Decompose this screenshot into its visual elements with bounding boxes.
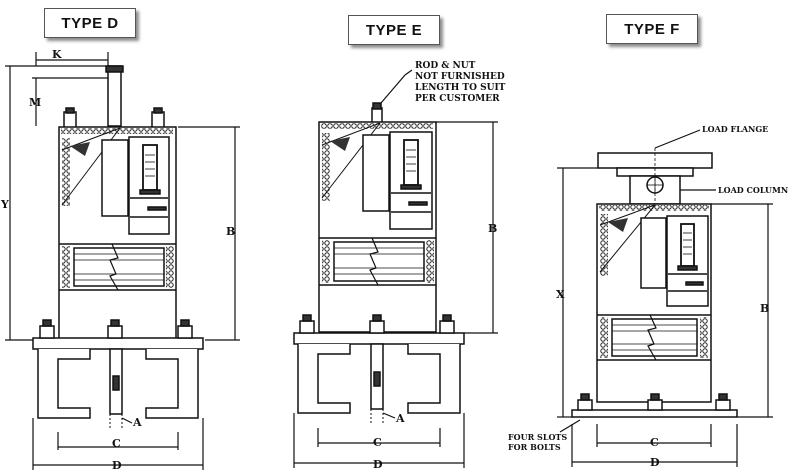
slots-note-line-2: FOR BOLTS bbox=[508, 442, 561, 452]
load-flange-label: LOAD FLANGE bbox=[702, 124, 768, 134]
type-f-dimensions bbox=[557, 129, 773, 467]
type-d-base-plate bbox=[32, 337, 204, 350]
type-e-dim-a: A bbox=[395, 412, 405, 425]
type-e-dimensions bbox=[293, 69, 498, 468]
slots-note-line-1: FOUR SLOTS bbox=[508, 432, 567, 442]
type-d-top-nut-left bbox=[63, 111, 77, 129]
type-d-title: TYPE D bbox=[44, 8, 136, 38]
type-f-dim-b: B bbox=[760, 302, 769, 315]
type-f-dim-d: D bbox=[650, 456, 660, 469]
type-d-dim-k: K bbox=[52, 48, 62, 61]
rod-nut-note-line-3: LENGTH TO SUIT bbox=[415, 83, 506, 93]
type-e-dim-c: C bbox=[373, 436, 382, 449]
type-d-unit bbox=[32, 65, 204, 428]
type-d-top-nut-right bbox=[151, 111, 165, 129]
type-f-base-plate bbox=[571, 409, 738, 418]
rod-nut-note-line-1: ROD & NUT bbox=[415, 61, 476, 71]
type-d-dim-d: D bbox=[112, 459, 122, 471]
type-d-dim-y: Y bbox=[0, 198, 9, 211]
type-e-base-plate bbox=[293, 332, 465, 345]
type-d-dim-m: M bbox=[29, 96, 41, 109]
type-f-unit bbox=[571, 148, 738, 418]
type-e-unit bbox=[293, 102, 465, 424]
type-d-dim-c: C bbox=[112, 437, 121, 450]
type-d-dim-a: A bbox=[132, 416, 142, 429]
type-f-dim-x: X bbox=[556, 288, 565, 301]
type-d-load-rod bbox=[107, 65, 122, 127]
type-f-dim-c: C bbox=[650, 436, 659, 449]
type-e-title: TYPE E bbox=[348, 15, 440, 45]
type-d-scale-window bbox=[101, 139, 129, 217]
type-e-dim-d: D bbox=[373, 458, 383, 471]
type-f-title: TYPE F bbox=[606, 14, 698, 44]
rod-nut-note-line-4: PER CUSTOMER bbox=[415, 94, 500, 104]
type-d-dim-b: B bbox=[226, 225, 235, 238]
type-d-dimensions bbox=[5, 52, 240, 470]
load-column-label: LOAD COLUMN bbox=[718, 185, 788, 195]
type-e-dim-b: B bbox=[488, 222, 497, 235]
rod-nut-note-line-2: NOT FURNISHED bbox=[415, 72, 505, 82]
